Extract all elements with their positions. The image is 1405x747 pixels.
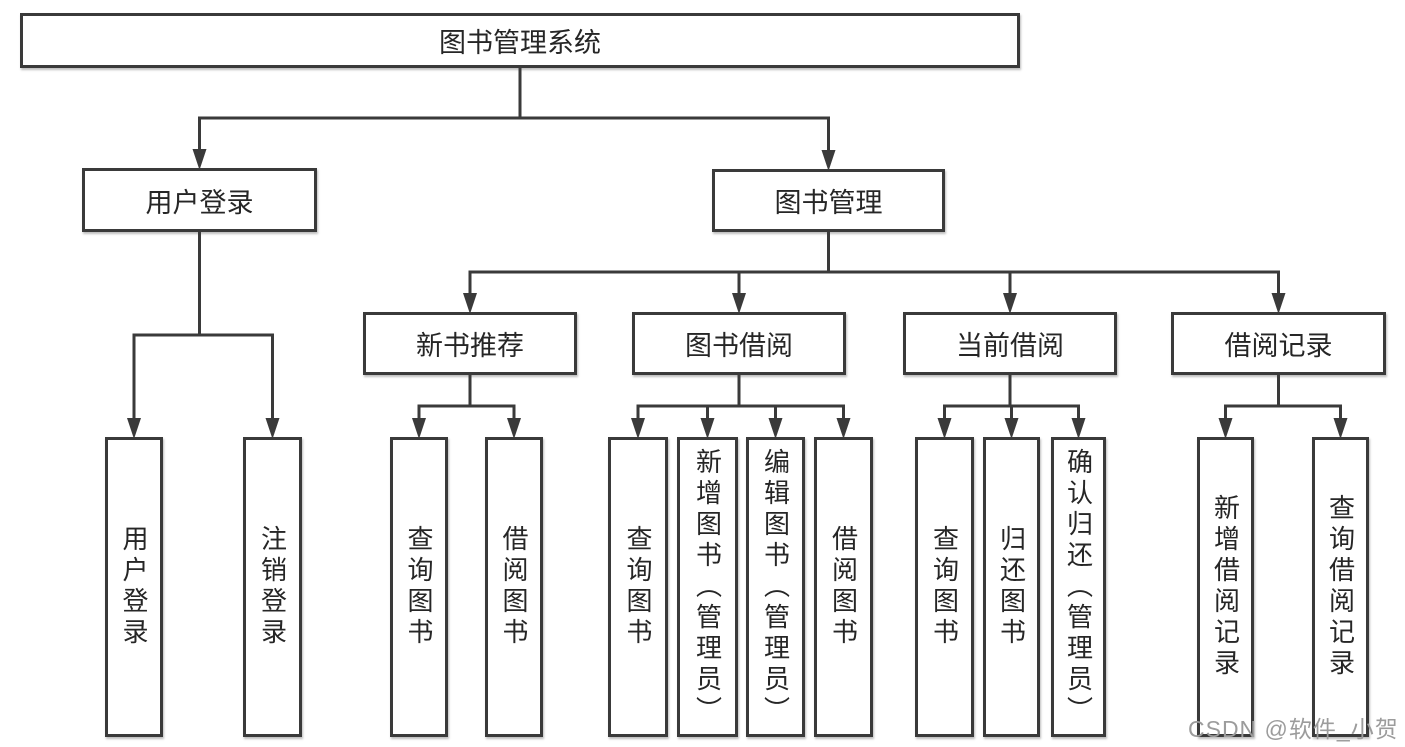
node-new-book-recommend: 新书推荐 bbox=[363, 312, 577, 375]
node-borrow-records: 借阅记录 bbox=[1171, 312, 1386, 375]
node-leaf-logout: 注销登录 bbox=[243, 437, 302, 737]
node-leaf-user-login: 用户登录 bbox=[105, 437, 163, 737]
node-leaf-borrow-book-1: 借阅图书 bbox=[485, 437, 543, 737]
node-leaf-query-record: 查询借阅记录 bbox=[1312, 437, 1369, 737]
node-book-borrow: 图书借阅 bbox=[632, 312, 846, 375]
node-leaf-add-book: 新增图书（管理员） bbox=[677, 437, 738, 737]
node-leaf-query-book-2: 查询图书 bbox=[608, 437, 668, 737]
node-book-management: 图书管理 bbox=[712, 169, 945, 232]
node-user-login: 用户登录 bbox=[82, 168, 317, 232]
node-leaf-query-book-3: 查询图书 bbox=[915, 437, 974, 737]
watermark: CSDN @软件_小贺同学 bbox=[1188, 716, 1399, 742]
node-leaf-borrow-book-2: 借阅图书 bbox=[814, 437, 873, 737]
node-current-borrow: 当前借阅 bbox=[903, 312, 1117, 375]
node-leaf-query-book-1: 查询图书 bbox=[390, 437, 448, 737]
node-leaf-confirm-return: 确认归还（管理员） bbox=[1051, 437, 1106, 737]
node-leaf-return-book: 归还图书 bbox=[983, 437, 1040, 737]
node-leaf-add-record: 新增借阅记录 bbox=[1197, 437, 1254, 737]
node-leaf-edit-book: 编辑图书（管理员） bbox=[746, 437, 805, 737]
node-root: 图书管理系统 bbox=[20, 13, 1020, 68]
